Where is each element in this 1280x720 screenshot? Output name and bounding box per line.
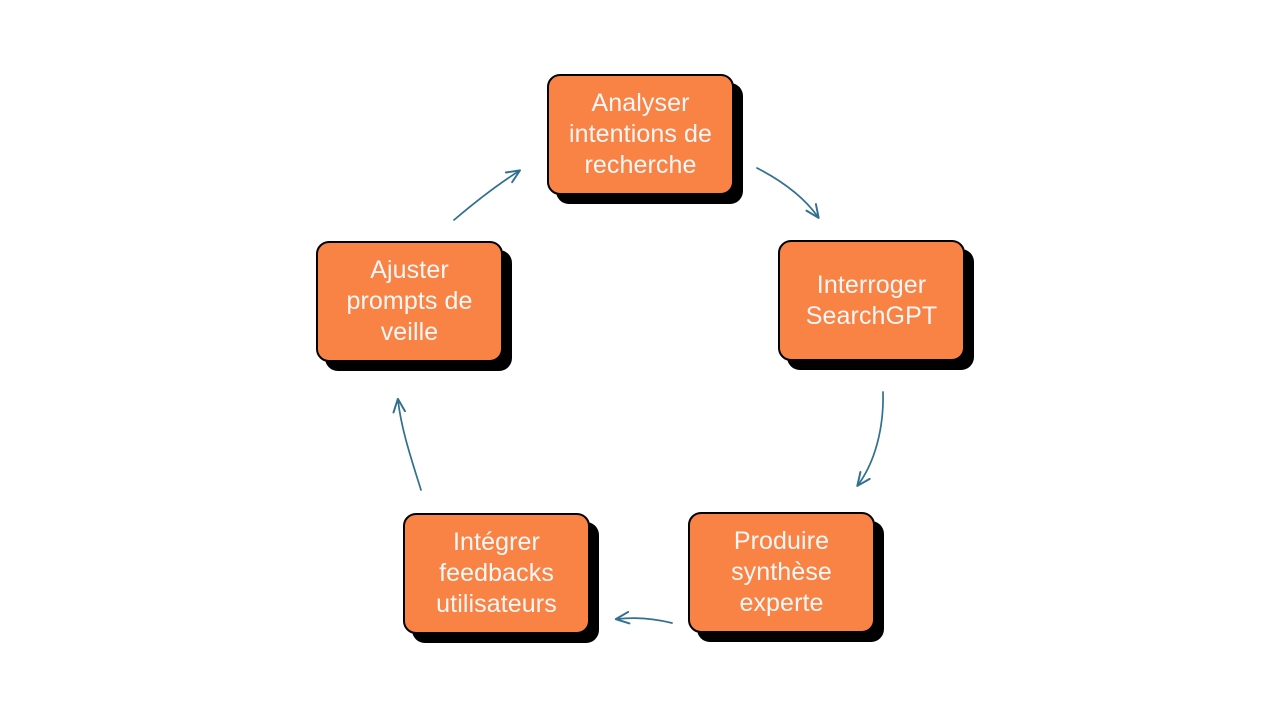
node-label: Produire synthèse experte [731, 527, 832, 617]
node-label: Interroger SearchGPT [805, 270, 938, 330]
edge-integrer-to-ajuster [398, 400, 422, 491]
edge-interroger-to-produire [858, 391, 884, 485]
edge-ajuster-to-analyser [453, 171, 519, 221]
node-integrer-feedbacks-utilisateurs[interactable]: Intégrer feedbacks utilisateurs [403, 513, 590, 634]
node-label: Ajuster prompts de veille [346, 256, 473, 346]
node-interroger-searchgpt[interactable]: Interroger SearchGPT [778, 240, 965, 361]
node-produire-synthese-experte[interactable]: Produire synthèse experte [688, 512, 875, 633]
node-label: Intégrer feedbacks utilisateurs [436, 528, 557, 618]
node-label: Analyser intentions de recherche [568, 89, 713, 179]
edge-analyser-to-interroger [756, 167, 818, 217]
node-analyser-intentions-de-recherche[interactable]: Analyser intentions de recherche [547, 74, 734, 195]
edge-produire-to-integrer [617, 618, 673, 623]
node-ajuster-prompts-de-veille[interactable]: Ajuster prompts de veille [316, 241, 503, 362]
